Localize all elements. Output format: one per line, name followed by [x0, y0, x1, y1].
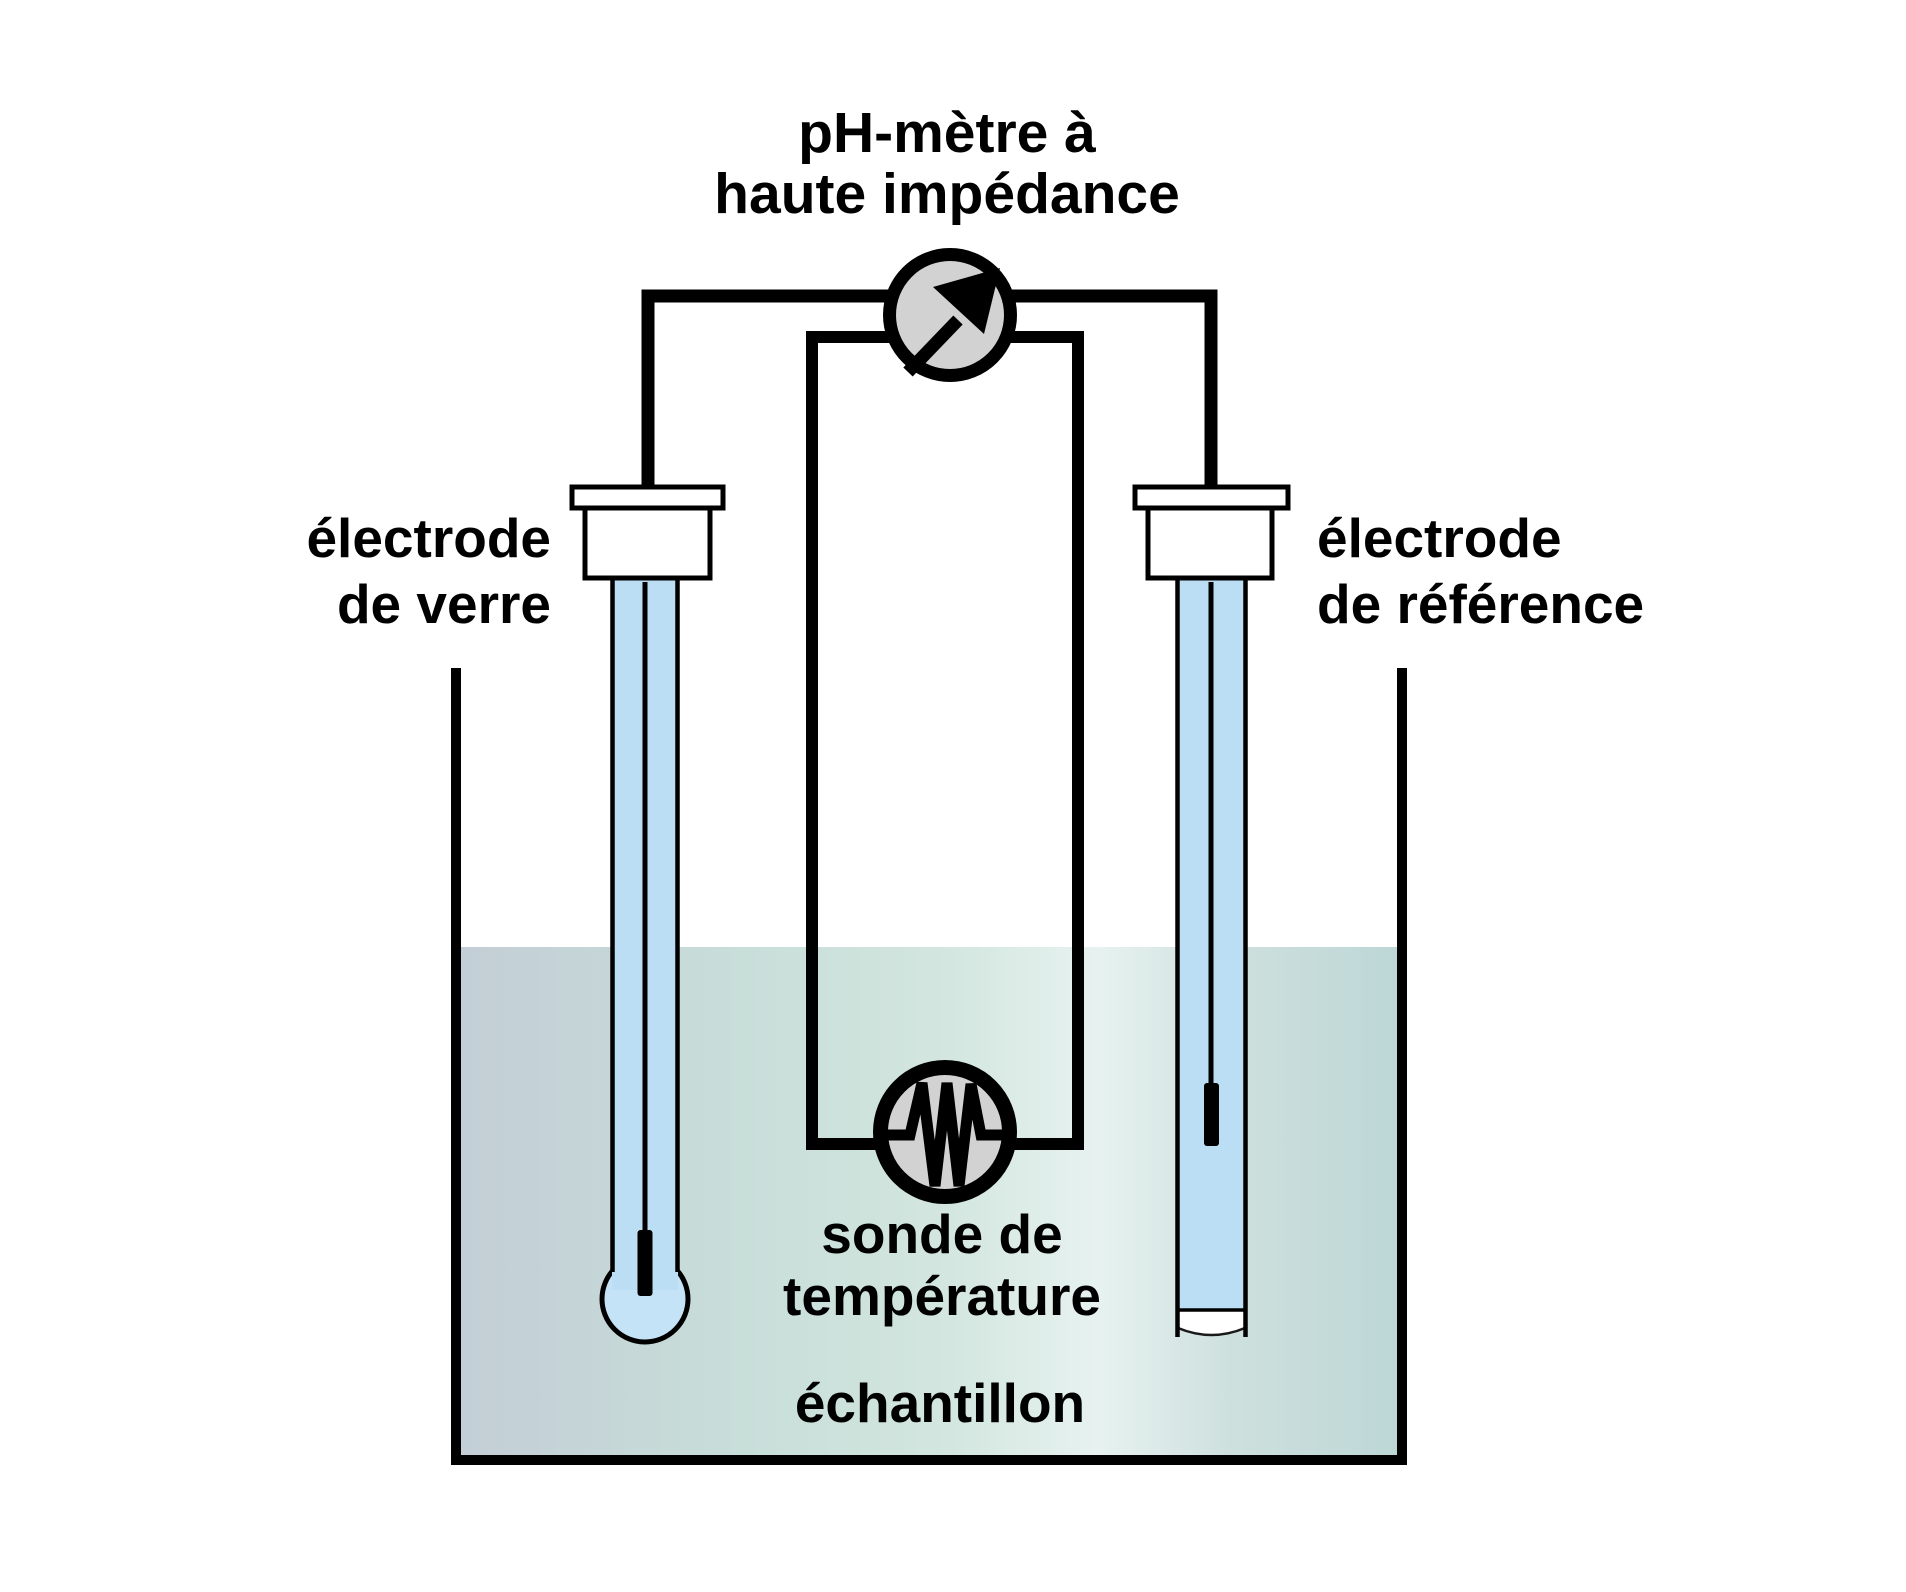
diagram-title-line1: pH-mètre à: [798, 101, 1096, 165]
resistor-zigzag-icon: [885, 1081, 1006, 1187]
reference-electrode-cap-body: [1145, 505, 1275, 581]
meter-needle-head: [933, 268, 1000, 334]
reference-electrode-cap-top: [1132, 484, 1291, 511]
beaker-outline: [451, 668, 1407, 1465]
reference-electrode-frit: [1176, 1308, 1247, 1337]
temperature-probe-label-line2: température: [783, 1265, 1101, 1327]
sample-label: échantillon: [795, 1372, 1085, 1434]
ph-meter-symbol: [883, 248, 1017, 382]
temperature-probe-symbol: [873, 1060, 1017, 1204]
reference-electrode-element: [1204, 1083, 1219, 1146]
glass-electrode: [569, 484, 726, 1345]
glass-electrode-label-line1: électrode: [306, 507, 551, 569]
temperature-probe-label-line1: sonde de: [821, 1203, 1062, 1265]
glass-electrode-element: [637, 1230, 653, 1296]
galvanometer-arrow-icon: [903, 268, 1000, 377]
glass-electrode-label-line2: de verre: [337, 573, 551, 635]
glass-electrode-cap-top: [569, 484, 726, 511]
reference-electrode-label-line1: électrode: [1317, 507, 1562, 569]
glass-electrode-cap-body: [582, 505, 713, 581]
reference-electrode-label-line2: de référence: [1317, 573, 1644, 635]
diagram-title-line2: haute impédance: [714, 162, 1180, 226]
meter-needle-shaft: [903, 315, 963, 377]
reference-electrode: [1132, 484, 1291, 1337]
